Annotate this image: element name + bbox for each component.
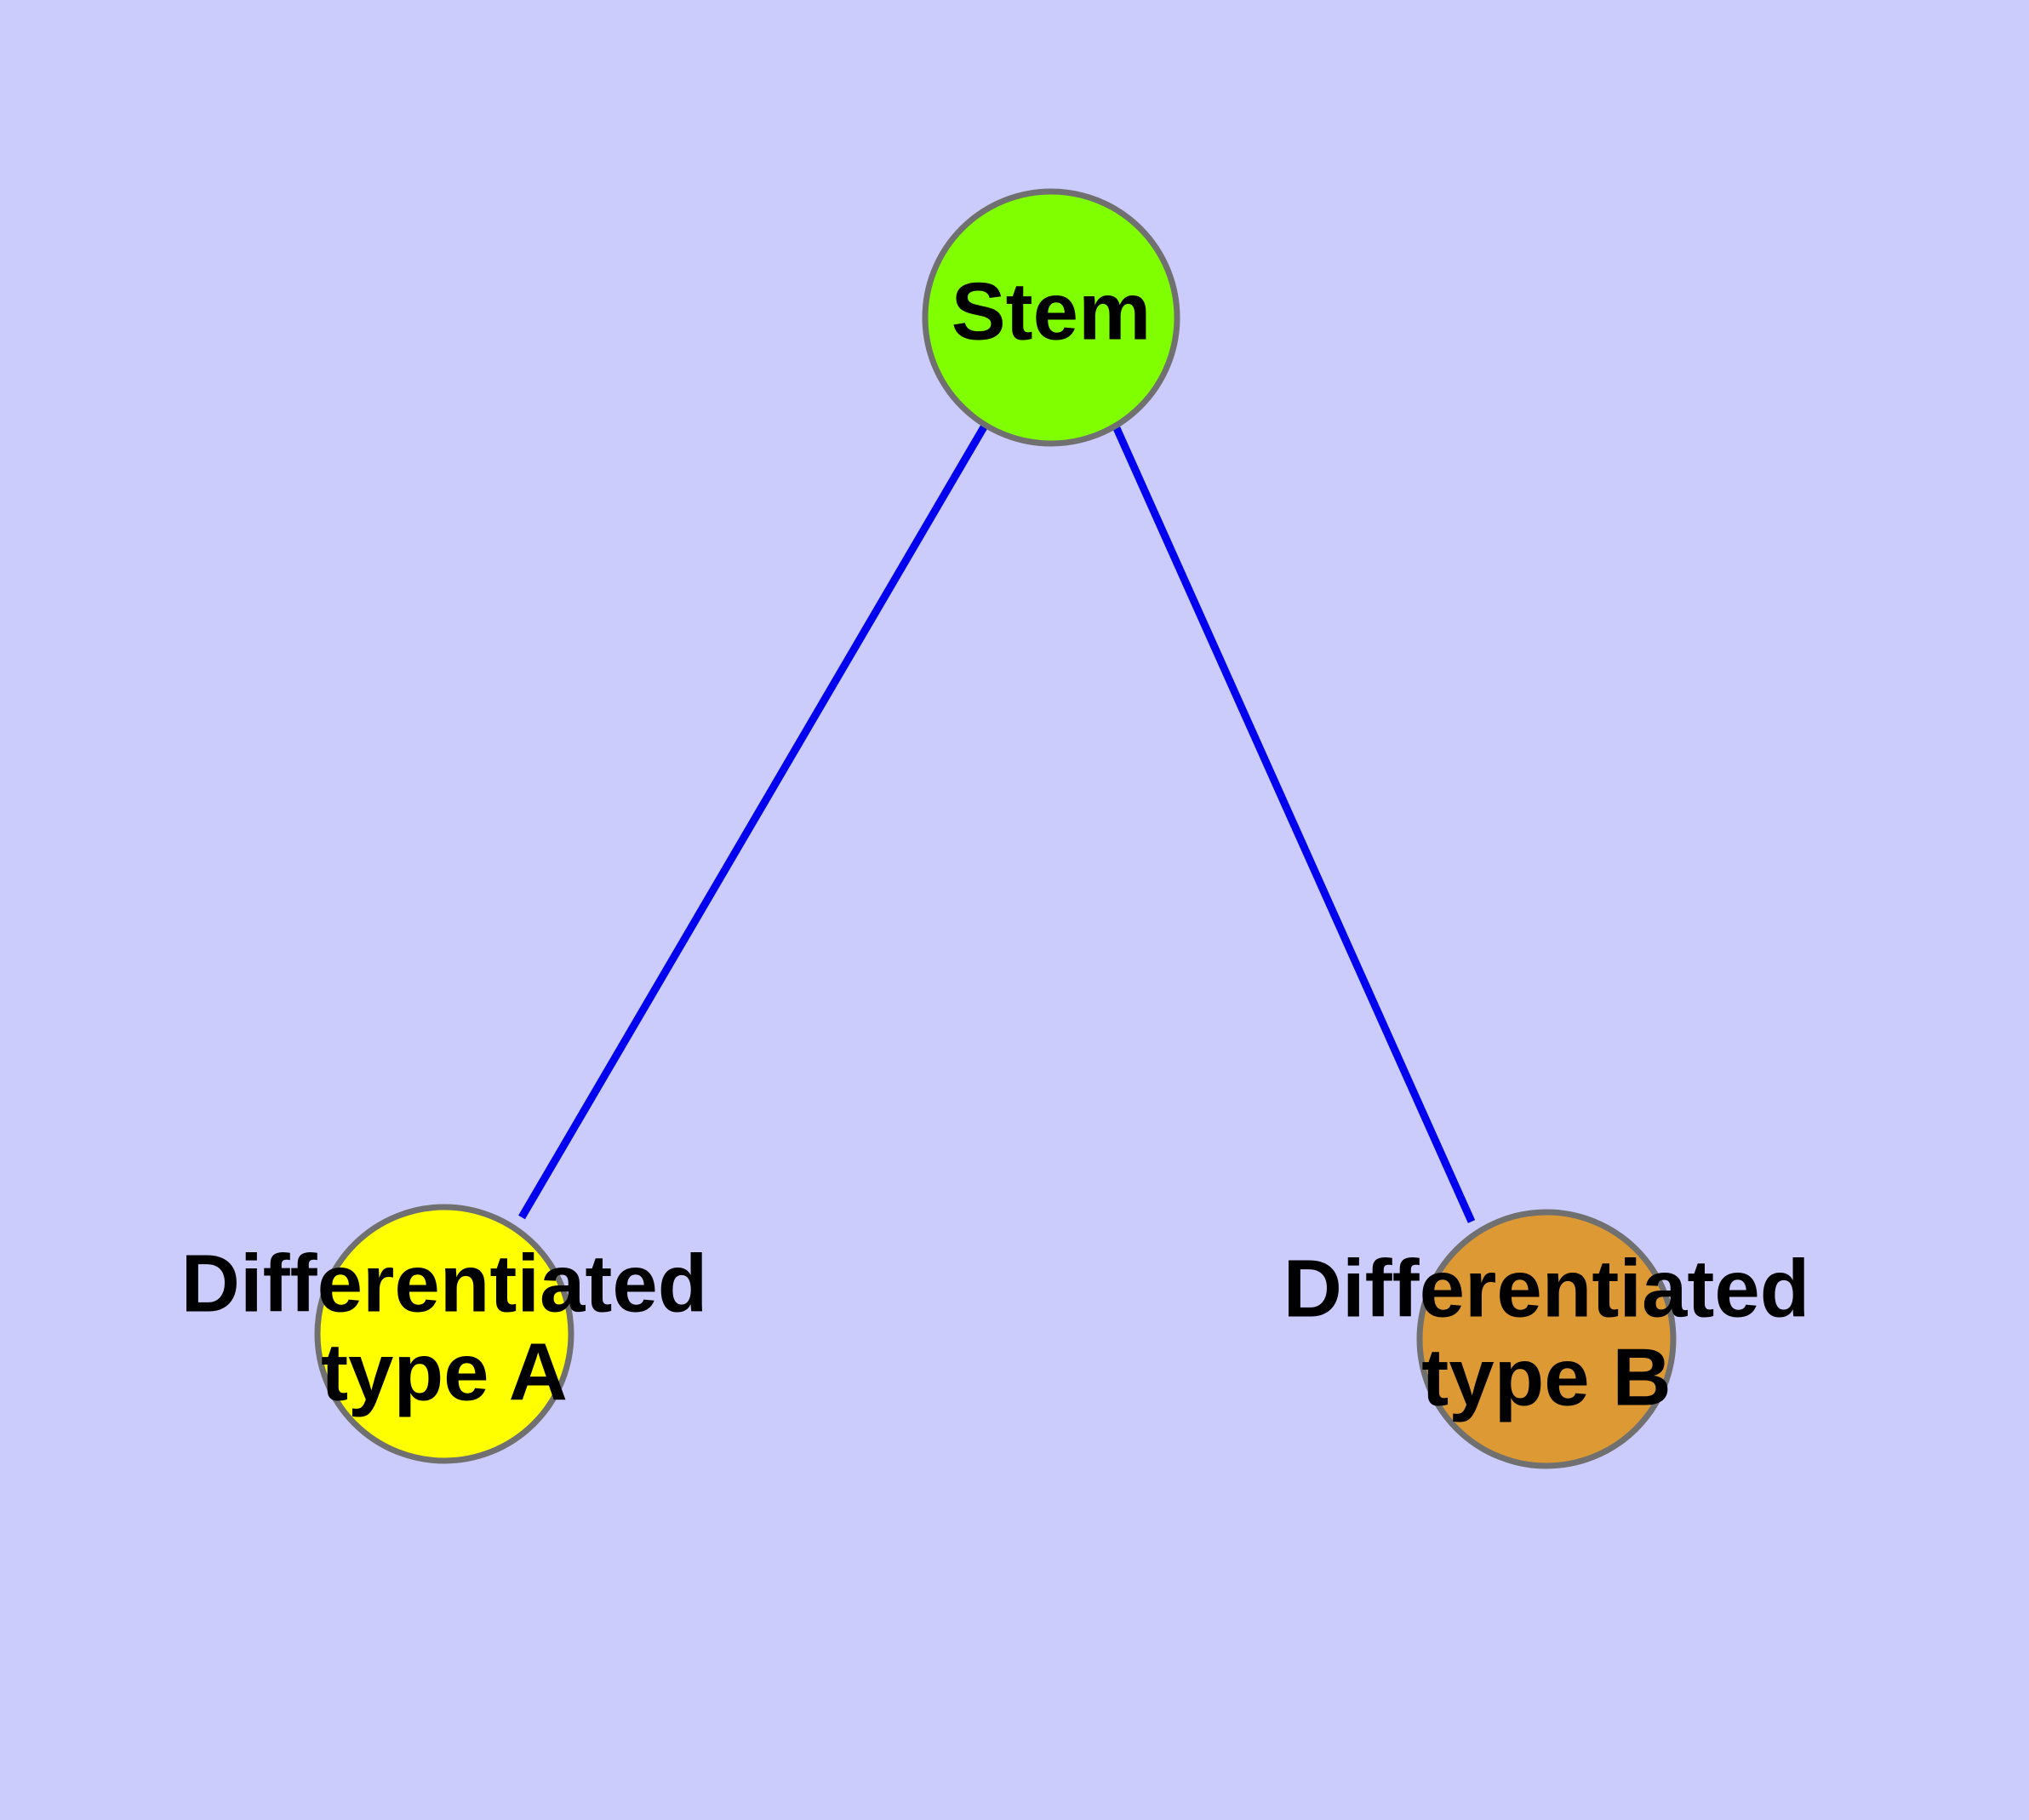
node-stem-circle[interactable] [922,188,1180,447]
node-differentiated-type-b-label-line2: type B [1421,1331,1671,1422]
edges-layer [518,423,1476,1223]
edge-stem-to-diff-b[interactable] [1112,426,1476,1223]
node-differentiated-type-a-circle[interactable] [314,1204,574,1464]
node-differentiated-type-b-circle[interactable] [1416,1209,1677,1469]
nodes-layer [314,188,1677,1469]
node-differentiated-type-a-label-line1: Differentiated [181,1238,708,1329]
node-differentiated-type-a-label-line2: type A [321,1326,568,1417]
node-differentiated-type-b-label-line1: Differentiated [1283,1243,1810,1334]
edge-stem-to-diff-a[interactable] [518,423,988,1220]
labels-layer: Stem Differentiated type A Differentiate… [181,266,1810,1422]
node-stem-label: Stem [952,266,1152,357]
